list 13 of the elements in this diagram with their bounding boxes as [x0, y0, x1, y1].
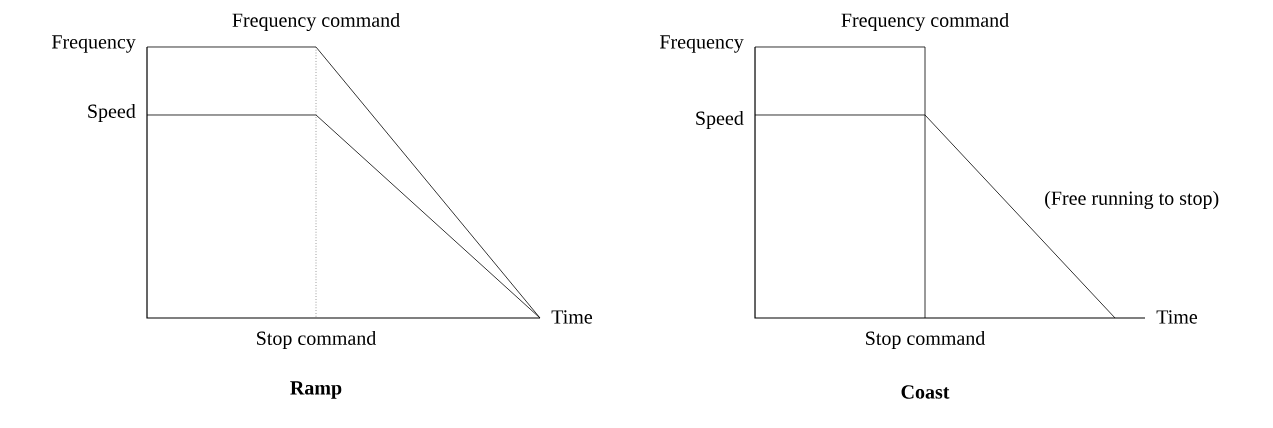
- axis-label: Time: [1156, 310, 1198, 324]
- axis-label: Frequency: [51, 35, 136, 53]
- chart-title: Coast: [901, 385, 950, 399]
- chart-title: Ramp: [290, 381, 342, 399]
- axis-label: Speed: [88, 103, 136, 123]
- curve-label: Frequency command: [841, 12, 1009, 32]
- axis-label: Stop command: [257, 330, 377, 350]
- curve-label: Frequency command: [232, 12, 400, 32]
- axis-label: Frequency: [660, 35, 744, 53]
- axis-label: Speed: [696, 110, 744, 130]
- curve-label: (Free running to stop): [1045, 190, 1219, 210]
- axis-label: Time: [551, 310, 593, 324]
- axis-label: Stop command: [866, 330, 986, 350]
